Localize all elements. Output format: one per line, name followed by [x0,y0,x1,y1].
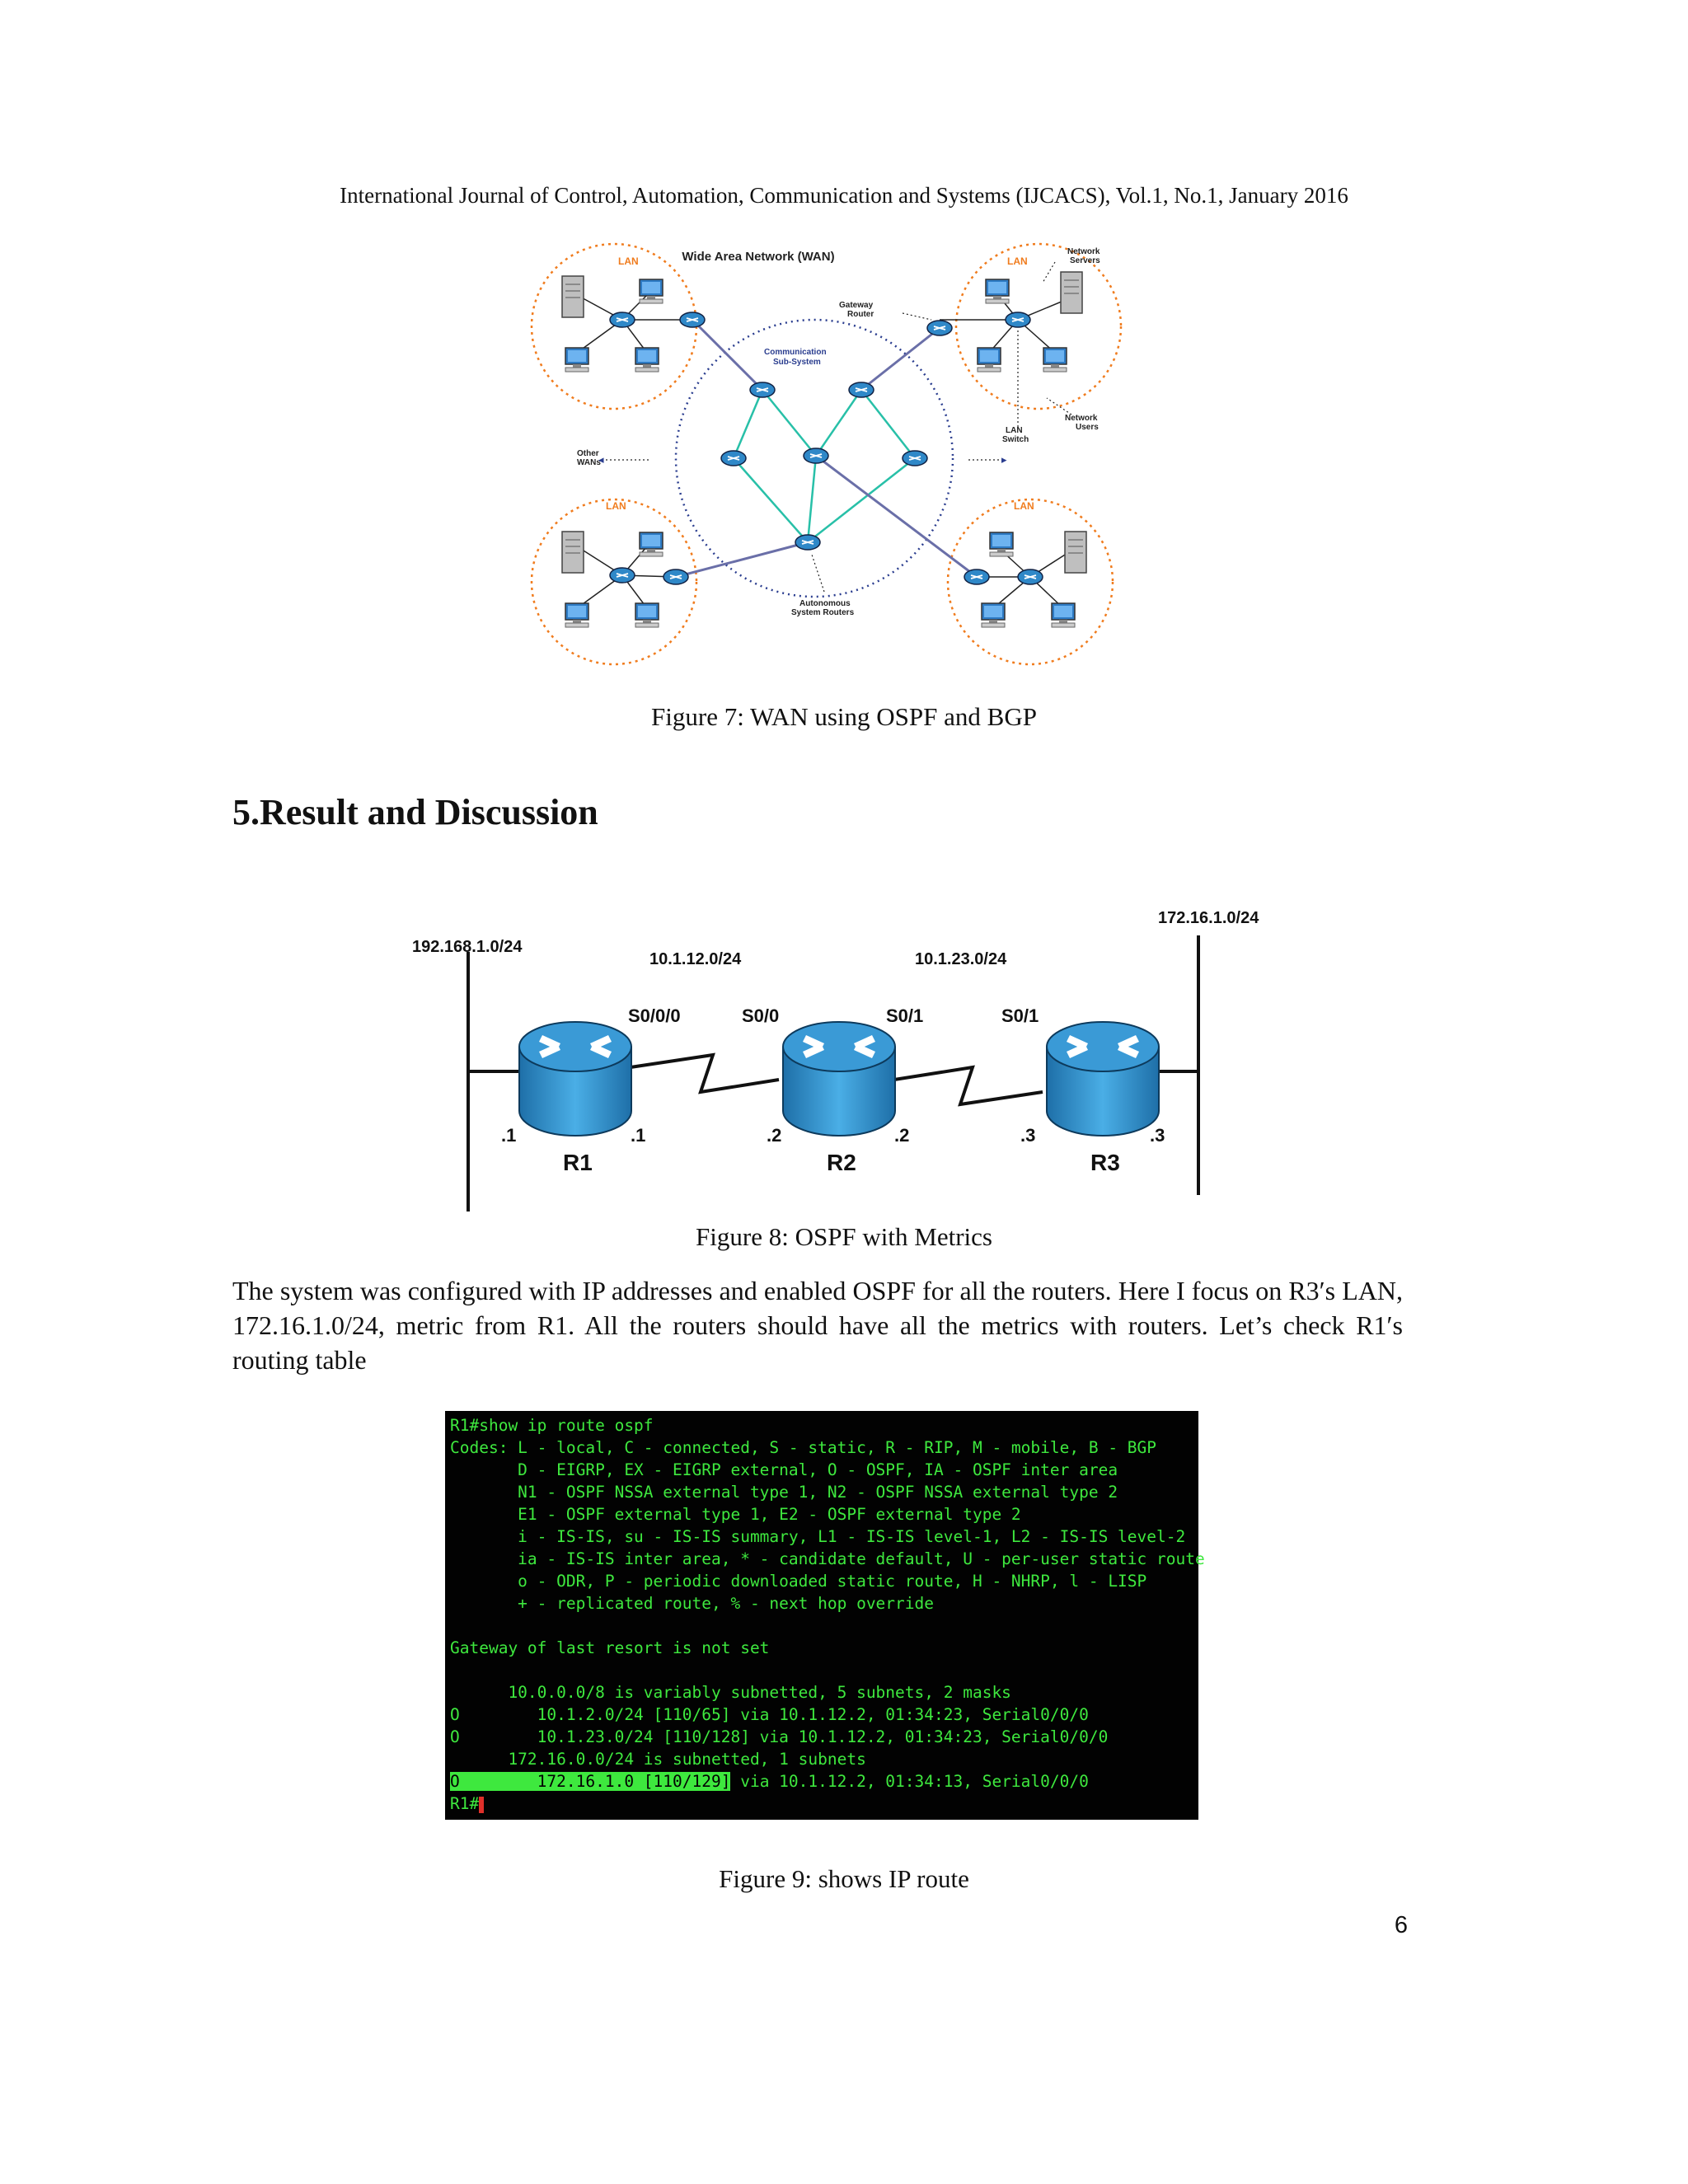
terminal-line: O 10.1.2.0/24 [110/65] via 10.1.12.2, 01… [450,1705,1089,1724]
journal-header: International Journal of Control, Automa… [340,183,1348,208]
r1-left-ip: .1 [501,1125,516,1146]
network-users-label-2: Users [1076,423,1099,432]
terminal-line: 10.0.0.0/8 is variably subnetted, 5 subn… [450,1683,1011,1702]
figure7-caption: Figure 7: WAN using OSPF and BGP [651,702,1037,731]
r1-interface-label: S0/0/0 [628,1005,681,1026]
r1-label: R1 [563,1150,593,1175]
terminal-line: 172.16.0.0/24 is subnetted, 1 subnets [450,1750,866,1769]
page-number: 6 [1394,1912,1408,1938]
ospf-topology-diagram: 192.168.1.0/24 172.16.1.0/24 10.1.12.0/2… [412,909,1259,1212]
terminal-line: D - EIGRP, EX - EIGRP external, O - OSPF… [450,1460,1118,1479]
comm-subsystem-label: Communication [764,348,827,357]
terminal-prompt: R1# [450,1794,480,1813]
r2-right-ip: .2 [894,1125,909,1146]
r2-label: R2 [827,1150,856,1175]
link1-label: 10.1.12.0/24 [649,950,742,968]
as-routers-label: Autonomous [799,599,851,608]
as-routers-label-2: System Routers [791,608,855,617]
link2-label: 10.1.23.0/24 [915,950,1007,968]
comm-subsystem-label-2: Sub-System [773,358,821,367]
r3-right-ip: .3 [1150,1125,1165,1146]
lan-label-tr: LAN [1007,255,1028,267]
lan-label-tl: LAN [618,255,639,267]
lan-switch-label: LAN [1006,426,1023,435]
r2-right-interface-label: S0/1 [886,1005,923,1026]
wan-diagram: Wide Area Network (WAN) LAN LAN LAN LAN [530,242,1123,666]
right-arrow-icon: ▸ [1001,453,1007,466]
gateway-router-label: Gateway [839,301,874,310]
terminal-line: + - replicated route, % - next hop overr… [450,1594,934,1613]
highlighted-route: O 172.16.1.0 [110/129] [450,1772,731,1791]
body-paragraph: The system was configured with IP addres… [232,1276,1403,1375]
terminal-line: Codes: L - local, C - connected, S - sta… [450,1438,1157,1457]
lan-label-bl: LAN [606,500,626,512]
terminal-line: O 10.1.23.0/24 [110/128] via 10.1.12.2, … [450,1727,1109,1746]
route-detail: via 10.1.12.2, 01:34:13, Serial0/0/0 [730,1772,1089,1791]
other-wans-label: Other [577,449,599,458]
network-users-label: Network [1065,414,1098,423]
r2-left-interface-label: S0/0 [742,1005,779,1026]
other-wans-label-2: WANs [577,458,601,467]
r3-label: R3 [1090,1150,1120,1175]
terminal-prompt-line: R1# [450,1793,485,1815]
network-servers-label: Network [1067,247,1100,256]
figure9-caption: Figure 9: shows IP route [719,1864,969,1893]
r3-left-ip: .3 [1020,1125,1035,1146]
net-right-label: 172.16.1.0/24 [1158,909,1259,927]
r1-right-ip: .1 [631,1125,645,1146]
net-left-label: 192.168.1.0/24 [412,938,523,956]
r2-left-ip: .2 [767,1125,781,1146]
gateway-router-label-2: Router [847,310,874,319]
figure8-caption: Figure 8: OSPF with Metrics [696,1222,992,1251]
terminal-highlight-line: O 172.16.1.0 [110/129] via 10.1.12.2, 01… [450,1770,1089,1793]
terminal-screenshot: R1#show ip route ospf Codes: L - local, … [445,1411,1205,1820]
terminal-line: N1 - OSPF NSSA external type 1, N2 - OSP… [450,1483,1118,1502]
left-arrow-icon: ◂ [598,453,604,466]
lan-label-br: LAN [1014,500,1034,512]
network-servers-label-2: Servers [1070,256,1100,265]
lan-switch-label-2: Switch [1002,435,1029,444]
wan-title: Wide Area Network (WAN) [682,250,834,264]
terminal-line: R1#show ip route ospf [450,1416,654,1435]
cursor-icon [479,1796,485,1813]
terminal-line: E1 - OSPF external type 1, E2 - OSPF ext… [450,1505,1021,1524]
terminal-line: i - IS-IS, su - IS-IS summary, L1 - IS-I… [450,1527,1186,1546]
terminal-line: ia - IS-IS inter area, * - candidate def… [450,1549,1205,1568]
section-heading: 5.Result and Discussion [232,792,598,832]
r3-interface-label: S0/1 [1001,1005,1039,1026]
terminal-line: Gateway of last resort is not set [450,1638,770,1657]
terminal-line: o - ODR, P - periodic downloaded static … [450,1572,1147,1591]
